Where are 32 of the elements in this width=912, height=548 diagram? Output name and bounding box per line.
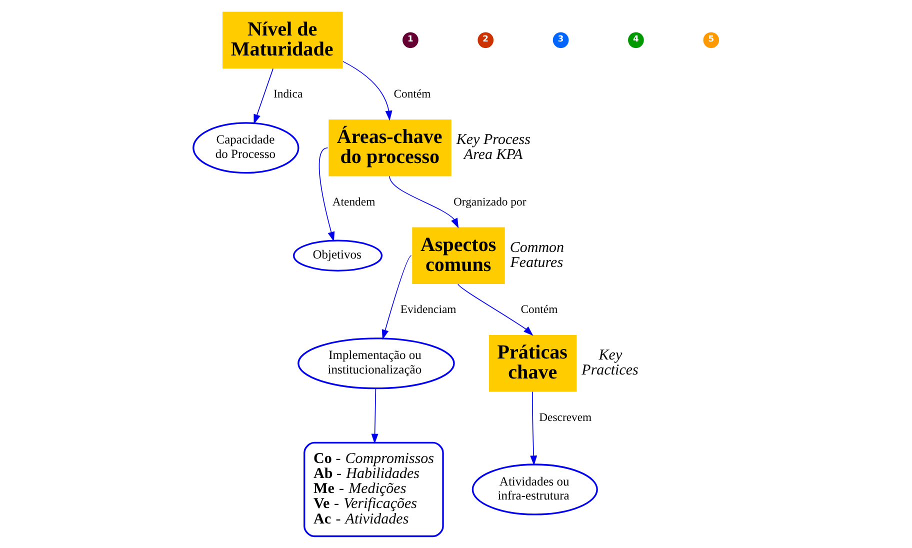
node-ellipse: Objetivos <box>293 240 383 272</box>
node-circle: 3 <box>552 32 569 48</box>
edge-label: Organizado por <box>453 195 526 208</box>
node-circle: 1 <box>402 32 418 48</box>
arrow <box>458 284 534 336</box>
node-box: Aspectos comuns <box>412 227 505 284</box>
arrow <box>254 68 274 124</box>
node-circle: 2 <box>478 32 494 48</box>
node-label: Common Features <box>510 240 564 271</box>
arrow <box>342 61 392 121</box>
edge-label: Atendem <box>332 195 376 208</box>
node-ellipse: Capacidade do Processo <box>192 122 300 174</box>
node-box: Co - Compromissos Ab - Habilidades Me - Medições Ve - Verificações Ac - Atividades <box>304 442 444 538</box>
node-box: Áreas-chave do processo <box>328 119 452 176</box>
node-label: Key Process Area KPA <box>456 132 530 164</box>
node-ellipse: Atividades ou infra-estrutura <box>472 464 598 516</box>
arrow <box>530 391 538 466</box>
node-circle: 5 <box>703 32 720 48</box>
edge-label: Descrevem <box>539 410 592 424</box>
arrow <box>382 255 412 340</box>
arrow <box>371 388 378 444</box>
node-box: Práticas chave <box>488 334 577 392</box>
arrow <box>318 147 335 242</box>
edge-label: Contém <box>394 88 431 101</box>
edge-label: Evidenciam <box>400 303 456 316</box>
node-ellipse: Implementação ou institucionalização <box>298 338 455 390</box>
node-label: Key Practices <box>582 348 638 379</box>
edge-label: Contém <box>520 303 558 316</box>
arrow <box>389 176 459 228</box>
node-circle: 4 <box>628 32 644 48</box>
edge-label: Indica <box>273 88 303 101</box>
node-box: Nível de Maturidade <box>222 12 343 69</box>
